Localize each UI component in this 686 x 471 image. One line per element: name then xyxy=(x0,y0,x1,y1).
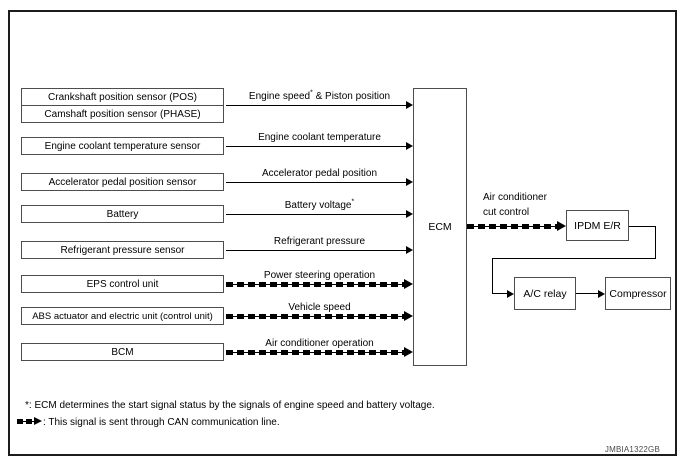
can-line xyxy=(226,313,405,319)
source-box-crankshaft-camshaft: Crankshaft position sensor (POS) Camshaf… xyxy=(21,88,224,123)
route-segment xyxy=(655,226,656,258)
source-label: Battery xyxy=(106,208,139,220)
source-label: Crankshaft position sensor (POS) xyxy=(48,91,197,103)
arrowhead xyxy=(406,142,413,150)
signal-label: Refrigerant pressure xyxy=(273,236,366,247)
arrow-line xyxy=(226,213,407,215)
can-line xyxy=(226,349,405,355)
signal-label: Air conditioner operation xyxy=(265,338,374,349)
source-label: Accelerator pedal position sensor xyxy=(48,176,197,188)
route-segment xyxy=(576,293,598,294)
source-box-engine-coolant-temp-sensor: Engine coolant temperature sensor xyxy=(21,137,224,155)
arrowhead xyxy=(598,289,605,298)
source-box-bcm: BCM xyxy=(21,343,224,361)
figure-id-label: JMBIA1322GB xyxy=(604,445,660,454)
source-box-accelerator-pedal-sensor: Accelerator pedal position sensor xyxy=(21,173,224,191)
arrow-line xyxy=(226,145,407,147)
source-box-battery: Battery xyxy=(21,205,224,223)
can-arrow-icon xyxy=(17,416,42,427)
arrowhead xyxy=(406,210,413,218)
ecm-box: ECM xyxy=(413,88,467,366)
arrow-line xyxy=(226,104,407,106)
signal-label: Battery voltage* xyxy=(284,198,355,211)
ac-relay-label: A/C relay xyxy=(523,287,567,300)
ecm-label: ECM xyxy=(428,221,452,233)
can-line xyxy=(467,223,558,229)
arrowhead xyxy=(406,246,413,254)
source-box-eps-control-unit: EPS control unit xyxy=(21,275,224,293)
arrowhead xyxy=(557,221,566,231)
arrowhead xyxy=(404,347,413,357)
footnote-can: : This signal is sent through CAN commun… xyxy=(17,416,280,428)
source-label: Refrigerant pressure sensor xyxy=(60,244,185,256)
source-label: BCM xyxy=(111,346,134,358)
arrowhead xyxy=(507,289,514,298)
ipdm-er-label: IPDM E/R xyxy=(574,219,621,232)
route-segment xyxy=(492,258,493,293)
figure-border xyxy=(8,10,677,456)
ipdm-er-box: IPDM E/R xyxy=(566,210,629,241)
source-label: ABS actuator and electric unit (control … xyxy=(32,310,213,322)
arrow-line xyxy=(226,181,407,183)
source-label: Engine coolant temperature sensor xyxy=(44,140,201,152)
arrowhead xyxy=(404,279,413,289)
compressor-box: Compressor xyxy=(605,277,671,310)
footnote-asterisk: *: ECM determines the start signal statu… xyxy=(25,400,435,411)
arrowhead xyxy=(406,178,413,186)
arrowhead xyxy=(404,311,413,321)
source-label: Camshaft position sensor (PHASE) xyxy=(22,105,223,122)
signal-label: Vehicle speed xyxy=(288,302,351,313)
can-line xyxy=(226,281,405,287)
signal-label: Power steering operation xyxy=(263,270,376,281)
ac-relay-box: A/C relay xyxy=(514,277,576,310)
signal-label: Accelerator pedal position xyxy=(261,168,378,179)
arrowhead xyxy=(406,101,413,109)
route-segment xyxy=(492,293,507,294)
ac-cut-control-label: Air conditioner cut control xyxy=(483,192,547,218)
route-segment xyxy=(629,226,656,227)
compressor-label: Compressor xyxy=(609,287,667,300)
route-segment xyxy=(492,258,656,259)
signal-label: Engine speed* & Piston position xyxy=(248,89,391,102)
arrow-line xyxy=(226,249,407,251)
source-label: EPS control unit xyxy=(86,278,159,290)
source-box-abs-actuator: ABS actuator and electric unit (control … xyxy=(21,307,224,325)
signal-label: Engine coolant temperature xyxy=(258,132,381,143)
source-box-refrigerant-pressure-sensor: Refrigerant pressure sensor xyxy=(21,241,224,259)
